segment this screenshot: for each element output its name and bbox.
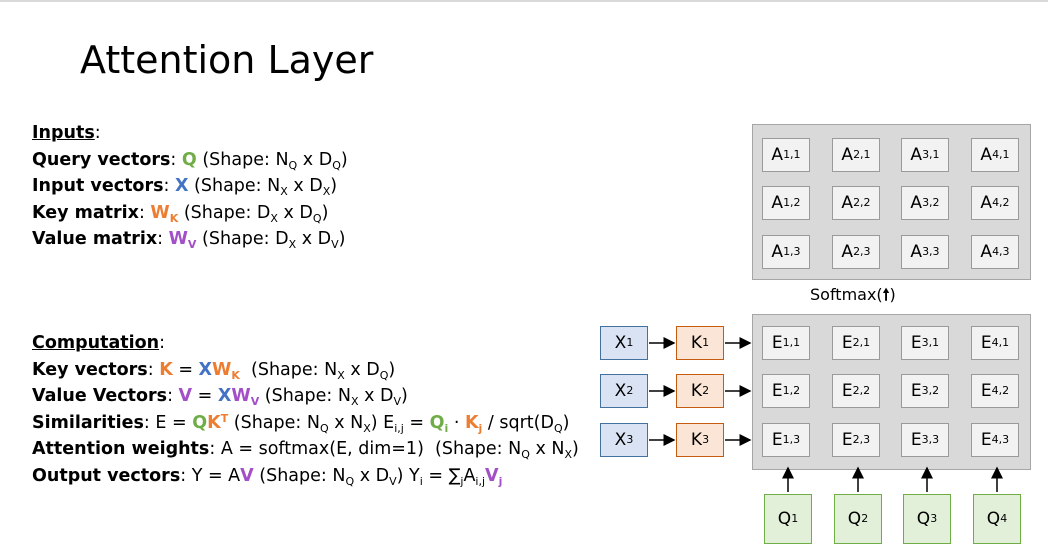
comp-label: Attention weights	[32, 439, 210, 459]
shape-text: )	[330, 176, 338, 196]
input-label: Query vectors	[32, 149, 171, 170]
up-arrow-icon: 🠕	[882, 285, 890, 304]
shape-text: (Shape: D	[183, 202, 271, 223]
value-matrix-symbol: WV	[168, 229, 197, 251]
input-symbol: X	[174, 176, 189, 196]
inputs-heading: Inputs	[32, 123, 95, 143]
input-label: Input vectors	[32, 176, 164, 196]
shape-text: )	[338, 229, 346, 249]
shape-text: )	[340, 149, 348, 170]
computation-heading: Computation	[32, 333, 160, 353]
shape-text: x D	[296, 229, 332, 249]
computation-heading-row: Computation:	[32, 333, 166, 353]
input-label: Value matrix	[32, 229, 158, 249]
shape-text: )	[321, 202, 329, 223]
shape-sub: X	[288, 238, 297, 251]
comp-label: Output vectors	[32, 465, 181, 486]
input-row-input: Input vectors: X (Shape: NX x DX)	[32, 176, 338, 198]
shape-text: (Shape: N	[194, 176, 281, 196]
comp-label: Similarities	[32, 412, 144, 433]
comp-row-value-vectors: Value Vectors: V = XWV (Shape: NX x DV)	[32, 386, 408, 408]
comp-row-output-vectors: Output vectors: Y = AV (Shape: NQ x DV) …	[32, 465, 503, 488]
shape-sub: Q	[332, 158, 341, 172]
shape-text: (Shape: N	[202, 149, 289, 170]
comp-label: Key vectors	[32, 359, 148, 380]
input-row-query: Query vectors: Q (Shape: NQ x DQ)	[32, 149, 348, 172]
input-row-key-matrix: Key matrix: WK (Shape: DX x DQ)	[32, 202, 329, 225]
attn-formula: A = softmax(E, dim=1)	[220, 439, 424, 459]
input-label: Key matrix	[32, 202, 139, 223]
key-matrix-symbol: WK	[150, 202, 179, 225]
softmax-label: Softmax(🠕)	[810, 285, 896, 304]
comp-row-key-vectors: Key vectors: K = XWK (Shape: NX x DQ)	[32, 359, 396, 382]
shape-sub: Q	[288, 158, 298, 172]
query-symbol: Q	[181, 149, 197, 170]
shape-text: x D	[297, 149, 333, 170]
comp-label: Value Vectors	[32, 386, 168, 406]
inputs-block: Inputs: Query vectors: Q (Shape: NQ x DQ…	[32, 120, 348, 253]
shape-sub: X	[322, 185, 331, 198]
top-divider	[0, 0, 1048, 2]
shape-sub: Q	[312, 211, 322, 225]
shape-text: x D	[277, 202, 313, 223]
shape-sub: X	[280, 185, 288, 198]
slide-title: Attention Layer	[80, 38, 374, 82]
shape-sub: V	[331, 238, 339, 251]
shape-text: x D	[287, 176, 323, 196]
input-row-value-matrix: Value matrix: WV (Shape: DX x DV)	[32, 229, 346, 251]
comp-row-attention-weights: Attention weights: A = softmax(E, dim=1)…	[32, 439, 579, 461]
computation-block: Computation: Key vectors: K = XWK (Shape…	[32, 330, 579, 489]
inputs-heading-row: Inputs:	[32, 123, 101, 143]
shape-sub: X	[270, 211, 278, 225]
comp-row-similarities: Similarities: E = QKT (Shape: NQ x NX) E…	[32, 411, 570, 435]
shape-text: (Shape: D	[202, 229, 289, 249]
